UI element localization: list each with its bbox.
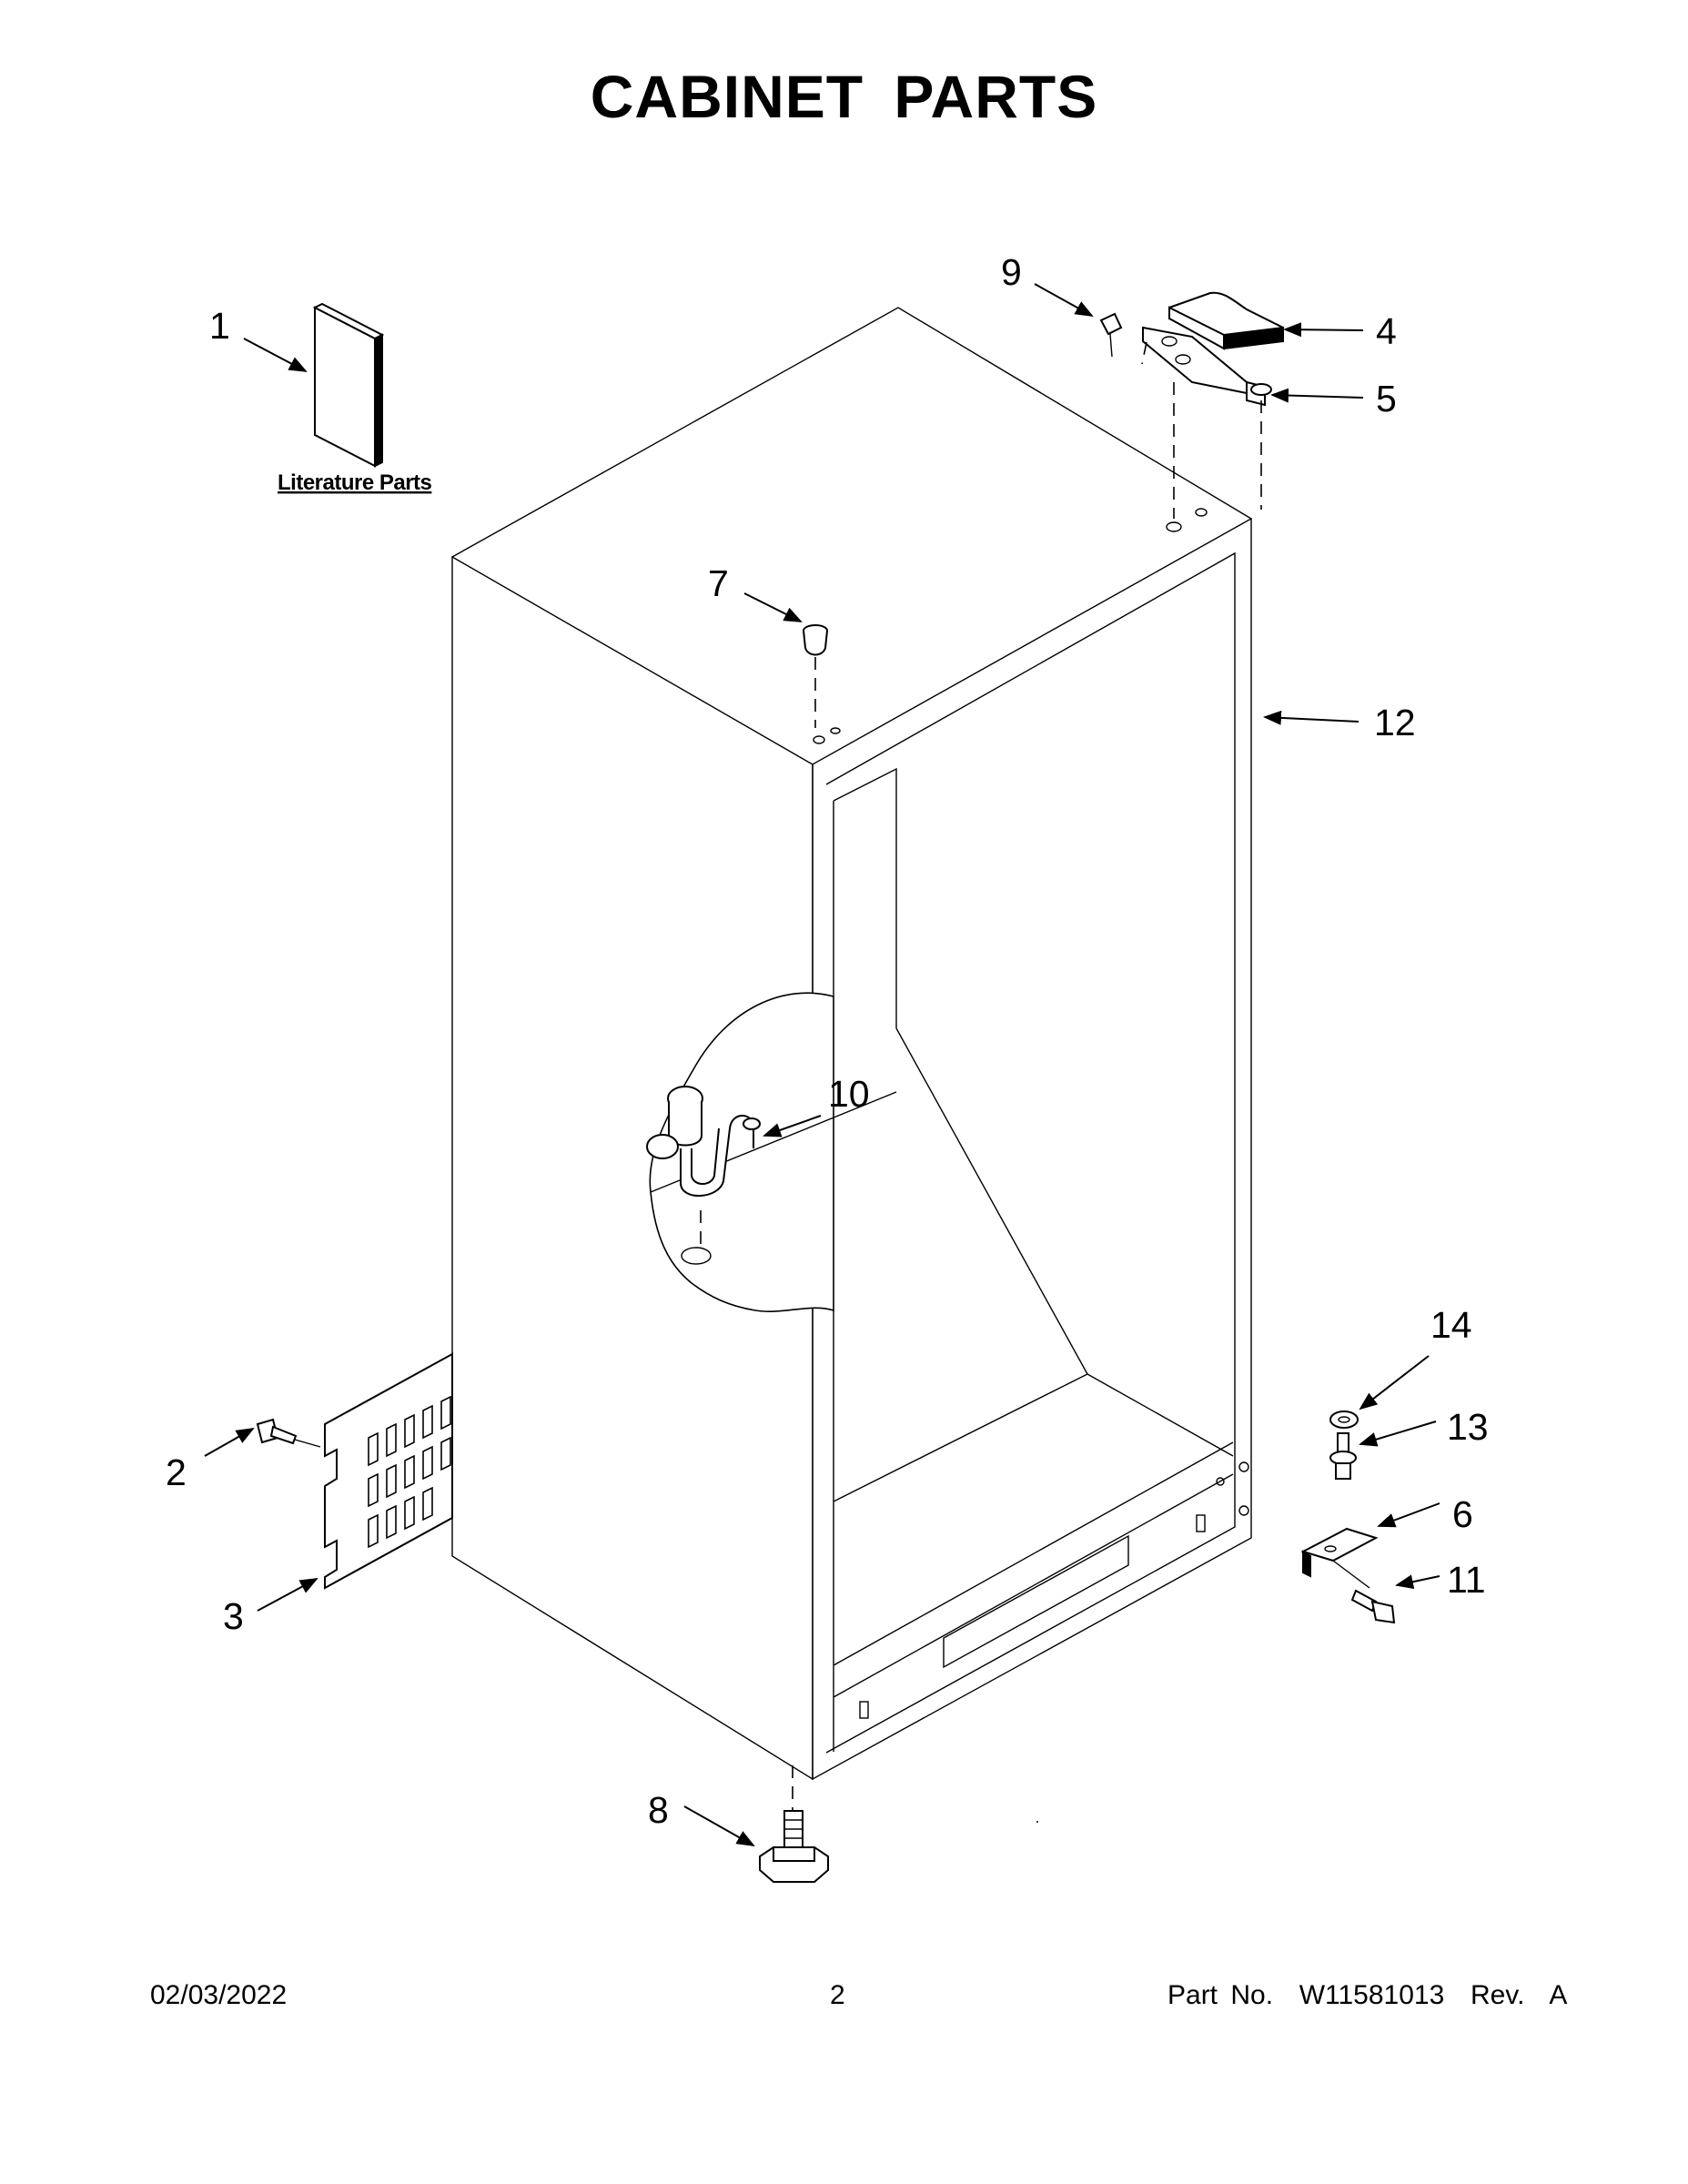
callout-5: 5 (1376, 378, 1397, 420)
callout-6: 6 (1452, 1493, 1473, 1535)
hinge-screw (1099, 312, 1147, 365)
callout-11: 11 (1447, 1559, 1486, 1601)
drain-cutaway (649, 992, 897, 1312)
drain-tube (646, 1086, 761, 1197)
grille-screw (256, 1418, 321, 1448)
page-title: CABINET PARTS (590, 63, 1098, 130)
literature-booklet (312, 302, 385, 468)
leader-arrows (204, 283, 1440, 1846)
literature-parts-label: Literature Parts (278, 470, 432, 495)
callout-13: 13 (1447, 1406, 1489, 1448)
washer (1329, 1410, 1359, 1429)
bracket-screw (1350, 1589, 1396, 1624)
bottom-hinge-bracket (1300, 1527, 1379, 1589)
callout-10: 10 (828, 1073, 870, 1115)
stray-dot (1036, 1821, 1038, 1823)
callout-14: 14 (1430, 1304, 1472, 1346)
callout-2: 2 (166, 1451, 187, 1493)
top-plug (803, 624, 828, 728)
callout-3: 3 (223, 1595, 244, 1637)
rear-grille (324, 1352, 453, 1590)
callout-1: 1 (209, 305, 230, 347)
top-hinge (1142, 326, 1272, 407)
callout-12: 12 (1374, 702, 1416, 743)
refrigerator-cabinet (450, 307, 1253, 1781)
hinge-pin (1329, 1432, 1357, 1480)
callout-8: 8 (648, 1789, 669, 1831)
footer-date: 02/03/2022 (150, 1980, 288, 2010)
hinge-cover (1168, 291, 1284, 350)
leveling-leg (759, 1765, 829, 1883)
callout-7: 7 (708, 562, 729, 604)
callout-9: 9 (1001, 251, 1022, 293)
callout-4: 4 (1376, 310, 1397, 352)
footer-part-number: Part No. W11581013 Rev. A (1167, 1980, 1568, 2010)
footer-page-number: 2 (830, 1980, 845, 2010)
